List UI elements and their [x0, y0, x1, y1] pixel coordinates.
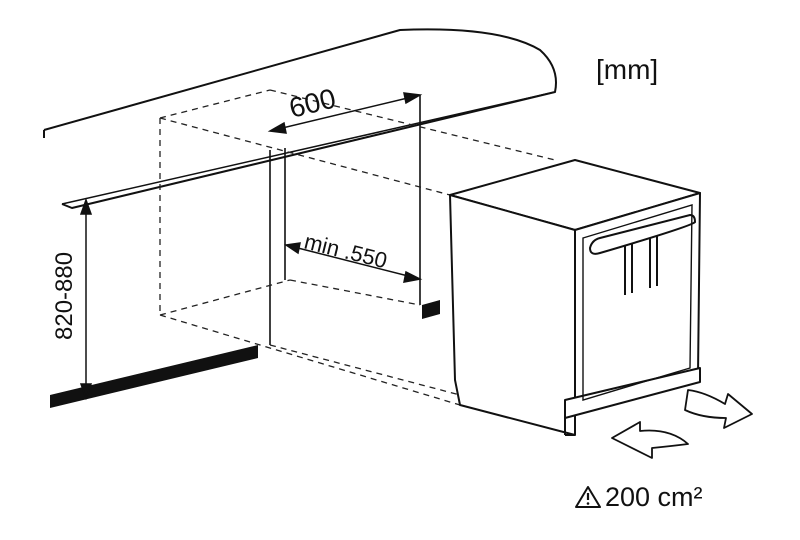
door-handle-icon: [588, 213, 697, 295]
warning-triangle-icon: [575, 486, 601, 508]
width-dimension: [267, 92, 423, 134]
airflow-in-arrow: [611, 421, 689, 459]
depth-label: min .550: [302, 229, 390, 274]
height-dimension: [79, 197, 93, 401]
ventilation-requirement: 200 cm²: [575, 482, 703, 513]
plinth-bars: [50, 300, 440, 408]
units-label: [mm]: [596, 54, 659, 85]
ventilation-value: 200 cm²: [605, 482, 703, 512]
width-label: 600: [286, 82, 339, 123]
airflow-out-arrow: [684, 389, 753, 429]
depth-label-text: min .550: [302, 229, 390, 274]
appliance-door: [582, 204, 693, 401]
height-label: 820-880: [51, 252, 78, 340]
niche-dashed-outline: [159, 89, 556, 406]
countertop: [43, 28, 557, 209]
cabinet-niche: [269, 95, 421, 345]
depth-dimension: [283, 242, 423, 283]
appliance: [449, 159, 701, 436]
